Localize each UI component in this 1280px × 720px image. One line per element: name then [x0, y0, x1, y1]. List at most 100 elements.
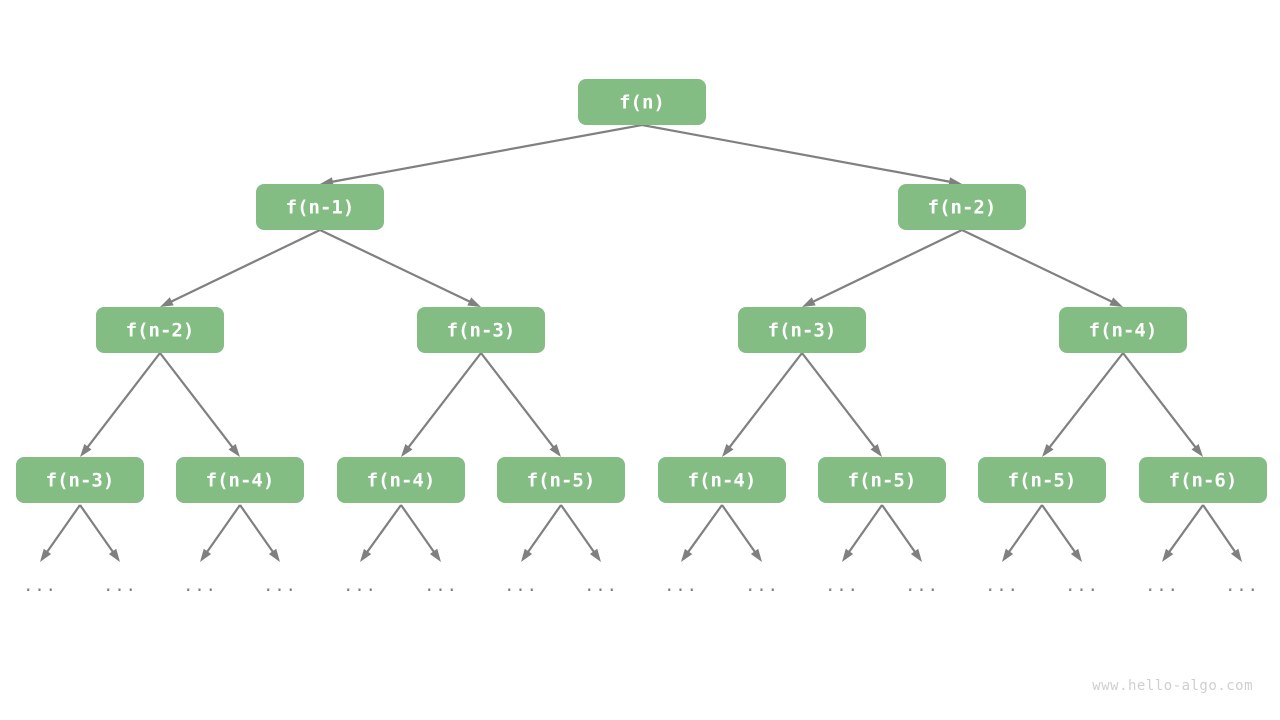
- node-label: f(n-1): [286, 197, 355, 219]
- ellipsis-label: ...: [103, 576, 137, 596]
- edge-n4-n9-arrowhead: [401, 443, 413, 457]
- tree-node-n10[interactable]: f(n-5): [497, 457, 625, 503]
- edge-n3-n7-line: [85, 352, 161, 449]
- ellipsis-arrow-6-line: [526, 504, 562, 554]
- node-box: [658, 457, 786, 503]
- node-label: f(n-5): [848, 470, 917, 492]
- ellipsis-label: ...: [424, 576, 458, 596]
- ellipsis-arrow-9-arrowhead: [750, 548, 762, 562]
- tree-node-n4[interactable]: f(n-3): [417, 307, 545, 353]
- ellipsis-arrow-9-line: [721, 504, 757, 554]
- node-box: [1059, 307, 1187, 353]
- node-box: [337, 457, 465, 503]
- node-label: f(n-6): [1169, 470, 1238, 492]
- node-label: f(n-5): [527, 470, 596, 492]
- node-box: [978, 457, 1106, 503]
- ellipsis-arrow-13-line: [1041, 504, 1077, 554]
- edge-n2-n5-line: [811, 229, 963, 304]
- tree-node-n2[interactable]: f(n-2): [898, 184, 1026, 230]
- tree-node-n9[interactable]: f(n-4): [337, 457, 465, 503]
- edge-n4-n10-line: [480, 352, 556, 449]
- tree-node-n12[interactable]: f(n-5): [818, 457, 946, 503]
- edge-n0-n2-line: [641, 123, 952, 184]
- edge-n5-n11-arrowhead: [722, 443, 734, 457]
- ellipsis-arrow-15-arrowhead: [1230, 548, 1242, 562]
- edge-n0-n2-arrowhead: [948, 177, 962, 187]
- edge-n5-n11-line: [727, 352, 803, 449]
- tree-node-n8[interactable]: f(n-4): [176, 457, 304, 503]
- watermark: www.hello-algo.com: [1092, 678, 1253, 694]
- tree-node-n5[interactable]: f(n-3): [738, 307, 866, 353]
- edge-n2-n5-arrowhead: [802, 297, 816, 307]
- node-box: [1139, 457, 1267, 503]
- edge-n5-n12-arrowhead: [870, 443, 882, 457]
- edge-n4-n10-arrowhead: [549, 443, 561, 457]
- ellipsis-arrow-13-arrowhead: [1070, 548, 1082, 562]
- ellipsis-label: ...: [183, 576, 217, 596]
- nodes-layer: f(n) f(n-1) f(n-2) f(n-2) f(n-3) f(n-3) f(n-4)…: [16, 79, 1267, 503]
- node-box: [16, 457, 144, 503]
- edge-n0-n1-line: [330, 123, 643, 184]
- node-box: [417, 307, 545, 353]
- edge-n1-n4-line: [319, 229, 472, 304]
- ellipsis-label: ...: [905, 576, 939, 596]
- ellipsis-arrows-layer: [40, 504, 1242, 562]
- ellipsis-arrow-3-line: [239, 504, 275, 554]
- ellipsis-layer: ........................................…: [23, 576, 1259, 596]
- ellipsis-label: ...: [1065, 576, 1099, 596]
- tree-node-n1[interactable]: f(n-1): [256, 184, 384, 230]
- ellipsis-arrow-2-line: [205, 504, 241, 554]
- edge-n3-n7-arrowhead: [80, 443, 92, 457]
- ellipsis-arrow-12-arrowhead: [1002, 548, 1014, 562]
- tree-node-n14[interactable]: f(n-6): [1139, 457, 1267, 503]
- ellipsis-arrow-5-line: [400, 504, 436, 554]
- edge-n1-n3-line: [169, 229, 321, 304]
- node-label: f(n-5): [1008, 470, 1077, 492]
- ellipsis-arrow-5-arrowhead: [429, 548, 441, 562]
- ellipsis-arrow-11-line: [881, 504, 917, 554]
- edge-n6-n14-line: [1122, 352, 1198, 449]
- tree-node-n6[interactable]: f(n-4): [1059, 307, 1187, 353]
- ellipsis-arrow-6-arrowhead: [521, 548, 533, 562]
- ellipsis-arrow-11-arrowhead: [910, 548, 922, 562]
- ellipsis-arrow-2-arrowhead: [200, 548, 212, 562]
- tree-node-n11[interactable]: f(n-4): [658, 457, 786, 503]
- node-label: f(n-4): [1089, 320, 1158, 342]
- ellipsis-label: ...: [23, 576, 57, 596]
- edge-n0-n1-arrowhead: [320, 177, 334, 187]
- node-label: f(n-3): [46, 470, 115, 492]
- node-label: f(n-2): [126, 320, 195, 342]
- node-label: f(n-3): [768, 320, 837, 342]
- edge-n1-n4-arrowhead: [467, 297, 481, 307]
- node-label: f(n-3): [447, 320, 516, 342]
- node-label: f(n): [619, 92, 665, 114]
- tree-node-n13[interactable]: f(n-5): [978, 457, 1106, 503]
- ellipsis-arrow-14-line: [1167, 504, 1204, 554]
- ellipsis-arrow-1-line: [79, 504, 115, 554]
- tree-node-n7[interactable]: f(n-3): [16, 457, 144, 503]
- node-box: [578, 79, 706, 125]
- node-label: f(n-4): [688, 470, 757, 492]
- ellipsis-label: ...: [985, 576, 1019, 596]
- node-box: [176, 457, 304, 503]
- edge-n3-n8-arrowhead: [228, 443, 240, 457]
- ellipsis-label: ...: [1145, 576, 1179, 596]
- ellipsis-label: ...: [825, 576, 859, 596]
- ellipsis-arrow-7-line: [560, 504, 596, 554]
- node-label: f(n-4): [206, 470, 275, 492]
- ellipsis-arrow-0-arrowhead: [40, 548, 52, 562]
- node-label: f(n-2): [928, 197, 997, 219]
- tree-node-n3[interactable]: f(n-2): [96, 307, 224, 353]
- edge-n6-n13-line: [1047, 352, 1124, 449]
- ellipsis-label: ...: [745, 576, 779, 596]
- ellipsis-label: ...: [1225, 576, 1259, 596]
- ellipsis-arrow-12-line: [1007, 504, 1043, 554]
- edge-n2-n6-line: [961, 229, 1114, 304]
- node-box: [256, 184, 384, 230]
- tree-node-n0[interactable]: f(n): [578, 79, 706, 125]
- edge-n6-n14-arrowhead: [1191, 443, 1203, 457]
- edge-n4-n9-line: [406, 352, 482, 449]
- ellipsis-label: ...: [664, 576, 698, 596]
- ellipsis-arrow-4-line: [365, 504, 402, 554]
